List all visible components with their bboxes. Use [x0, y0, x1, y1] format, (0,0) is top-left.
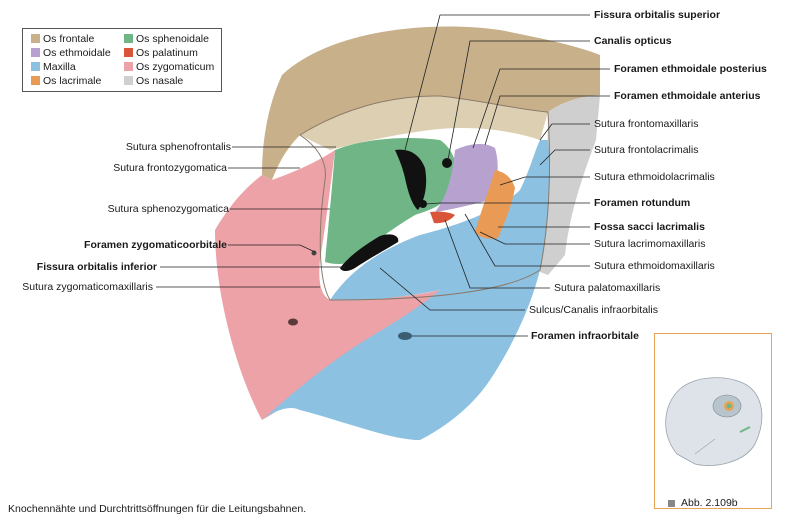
label-foramen-zygomaticoorbitale: Foramen zygomaticoorbitale [84, 239, 227, 251]
label-sutura-frontomaxillaris: Sutura frontomaxillaris [594, 118, 699, 130]
skull-thumbnail [665, 377, 763, 466]
label-sutura-palatomaxillaris: Sutura palatomaxillaris [554, 282, 661, 294]
legend-label: Os palatinum [136, 47, 198, 59]
legend-swatch [31, 76, 40, 85]
legend-swatch [124, 48, 133, 57]
leader-lines [156, 14, 610, 337]
label-sutura-zygomaticomaxillaris: Sutura zygomaticomaxillaris [22, 281, 153, 293]
foramen-rotundum-shape [419, 200, 427, 208]
thumbnail-inset[interactable]: Abb. 2.109b [654, 333, 772, 509]
foramen-infraorbitale-shape [398, 332, 412, 340]
label-foramen-ethmoidale-posterius: Foramen ethmoidale posterius [614, 63, 767, 75]
legend-swatch [31, 34, 40, 43]
canalis-opticus-shape [442, 158, 452, 168]
label-sulcus-canalis-infraorbitalis: Sulcus/Canalis infraorbitalis [529, 304, 658, 316]
figure-ref-label: Abb. 2.109b [681, 497, 738, 509]
label-sutura-ethmoidolacrimalis: Sutura ethmoidolacrimalis [594, 171, 715, 183]
label-fossa-sacci-lacrimalis: Fossa sacci lacrimalis [594, 221, 705, 233]
label-sutura-frontolacrimalis: Sutura frontolacrimalis [594, 144, 699, 156]
legend-swatch [124, 34, 133, 43]
label-sutura-lacrimomaxillaris: Sutura lacrimomaxillaris [594, 238, 706, 250]
label-foramen-infraorbitale: Foramen infraorbitale [531, 330, 639, 342]
foramen-zygomaticofaciale-shape [288, 318, 298, 326]
legend: Os frontale Os ethmoidale Maxilla Os lac… [22, 28, 222, 92]
legend-swatch [31, 48, 40, 57]
label-foramen-rotundum: Foramen rotundum [594, 197, 691, 209]
orbit-rim [299, 95, 551, 301]
os-frontale-region [262, 26, 600, 180]
os-lacrimale-region [475, 170, 515, 239]
label-foramen-ethmoidale-anterius: Foramen ethmoidale anterius [614, 90, 761, 102]
legend-swatch [124, 76, 133, 85]
foramen-zygomaticoorbitale-shape [311, 250, 317, 256]
legend-swatch [31, 62, 40, 71]
label-sutura-sphenofrontalis: Sutura sphenofrontalis [125, 141, 231, 153]
os-nasale-region [535, 95, 600, 275]
label-sutura-sphenozygomatica: Sutura sphenozygomatica [107, 203, 229, 215]
legend-label: Maxilla [43, 61, 76, 73]
label-fissura-orbitalis-superior: Fissura orbitalis superior [594, 9, 721, 21]
legend-label: Os nasale [136, 75, 184, 87]
legend-label: Os zygomaticum [136, 61, 215, 73]
fissura-orbitalis-superior-shape [395, 149, 427, 210]
legend-label: Os sphenoidale [136, 33, 209, 45]
label-fissura-orbitalis-inferior: Fissura orbitalis inferior [36, 261, 157, 273]
legend-label: Os ethmoidale [43, 47, 111, 59]
legend-label: Os lacrimale [43, 75, 102, 87]
fissura-orbitalis-inferior-shape [340, 234, 399, 271]
figure-ref-icon [668, 500, 675, 507]
label-canalis-opticus: Canalis opticus [594, 35, 672, 47]
legend-label: Os frontale [43, 33, 95, 45]
legend-swatch [124, 62, 133, 71]
os-zygomaticum-region [215, 150, 440, 420]
label-sutura-frontozygomatica: Sutura frontozygomatica [113, 162, 227, 174]
os-palatinum-region [430, 211, 455, 224]
figure-caption: Knochennähte und Durchtrittsöffnungen fü… [8, 503, 307, 515]
os-ethmoidale-region [435, 144, 498, 212]
label-sutura-ethmoidomaxillaris: Sutura ethmoidomaxillaris [594, 260, 715, 272]
